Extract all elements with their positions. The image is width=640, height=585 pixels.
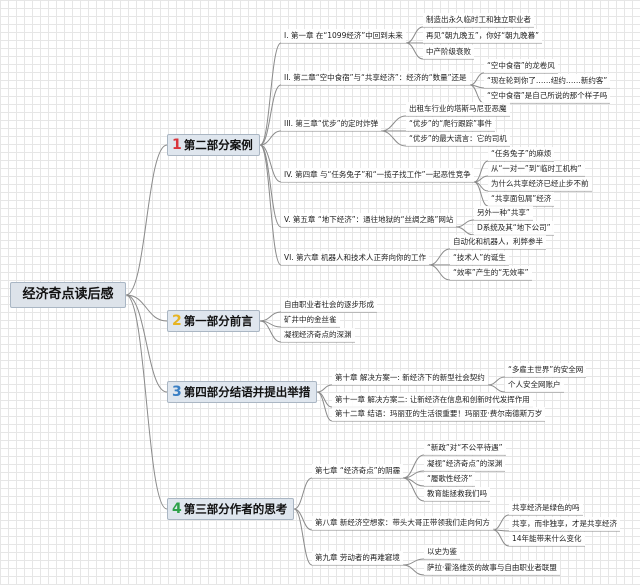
part-chapter-link bbox=[259, 42, 282, 146]
root-part-link bbox=[125, 294, 168, 393]
leaf-topic[interactable]: “现在轮到你了……纽约……新约客” bbox=[484, 74, 611, 88]
part-chapter-link bbox=[293, 477, 313, 510]
leaf-topic[interactable]: “空中食宿”的龙卷风 bbox=[484, 59, 558, 73]
leaf-topic[interactable]: “空中食宿”是自己所说的那个样子吗 bbox=[484, 89, 611, 103]
chapter-leaf-link bbox=[455, 226, 475, 236]
leaf-topic[interactable]: “任务兔子”的麻烦 bbox=[488, 147, 555, 161]
leaf-topic[interactable]: 以史为鉴 bbox=[424, 545, 460, 559]
chapter-leaf-link bbox=[405, 42, 424, 60]
leaf-topic[interactable]: 中产阶级衰败 bbox=[423, 45, 474, 59]
leaf-topic[interactable]: 凝视“经济奇点”的深渊 bbox=[424, 457, 506, 471]
leaf-topic[interactable]: 教育能拯救我们吗 bbox=[424, 487, 490, 501]
chapter-topic[interactable]: III. 第三章“优步”的定时炸弹 bbox=[281, 117, 382, 131]
chapter-leaf-link bbox=[492, 514, 510, 531]
chapter-leaf-link bbox=[380, 130, 407, 147]
part-chapter-link bbox=[259, 144, 282, 228]
chapter-topic[interactable]: 第十章 解决方案一: 新经济下的新型社会契约 bbox=[332, 371, 488, 385]
chapter-leaf-link bbox=[469, 72, 485, 86]
chapter-topic[interactable]: VI. 第六章 机器人和技术人正奔向你的工作 bbox=[281, 251, 429, 265]
chapter-leaf-link bbox=[428, 248, 451, 266]
leaf-topic[interactable]: “履歌性经济” bbox=[424, 472, 476, 486]
chapter-leaf-link bbox=[487, 384, 506, 393]
part-number: 2 bbox=[172, 313, 182, 329]
part-number: 1 bbox=[172, 137, 182, 153]
leaf-topic[interactable]: “技术人”的诞生 bbox=[450, 251, 509, 265]
chapter-leaf-link bbox=[492, 529, 510, 547]
chapter-leaf-link bbox=[380, 115, 407, 132]
leaf-topic[interactable]: “共享面包屑”经济 bbox=[488, 192, 555, 206]
part-chapter-link bbox=[259, 130, 282, 146]
part-chapter-link bbox=[259, 144, 282, 266]
chapter-leaf-link bbox=[402, 564, 425, 576]
leaf-topic[interactable]: 另外一种“共享” bbox=[474, 206, 533, 220]
chapter-topic[interactable]: 第七章 “经济奇点”的阴霾 bbox=[312, 464, 404, 478]
leaf-topic[interactable]: 自由职业者社会的逐步形成 bbox=[281, 298, 377, 312]
part-label: 第一部分前言 bbox=[183, 314, 253, 328]
part-label: 第四部分结语并提出举措 bbox=[183, 385, 311, 399]
part-leaf-link bbox=[259, 320, 282, 343]
chapter-leaf-link bbox=[402, 477, 425, 502]
chapter-leaf-link bbox=[405, 26, 424, 44]
part-label: 第三部分作者的思考 bbox=[183, 502, 288, 516]
root-part-link bbox=[125, 294, 168, 510]
root-topic[interactable]: 经济奇点读后感 bbox=[10, 282, 126, 308]
chapter-leaf-link bbox=[487, 376, 506, 386]
chapter-topic[interactable]: 第八章 新经济空想家：带头大哥正带领我们走向何方 bbox=[312, 516, 493, 530]
leaf-topic[interactable]: 出租车行业的塔斯马尼亚恶魔 bbox=[406, 102, 510, 116]
chapter-leaf-link bbox=[473, 181, 489, 207]
leaf-topic[interactable]: 凝视经济奇点的深渊 bbox=[281, 328, 355, 342]
chapter-leaf-link bbox=[428, 264, 451, 281]
leaf-topic[interactable]: 矿井中的金丝雀 bbox=[281, 313, 340, 327]
part-chapter-link bbox=[316, 391, 333, 422]
leaf-topic[interactable]: D系统及其“地下公司” bbox=[474, 221, 554, 235]
chapter-leaf-link bbox=[402, 558, 425, 566]
part-chapter-link bbox=[293, 508, 313, 531]
leaf-topic[interactable]: 自动化和机器人，利弊参半 bbox=[450, 235, 546, 249]
leaf-topic[interactable]: 14年能带来什么变化 bbox=[509, 532, 585, 546]
leaf-topic[interactable]: 个人安全网账户 bbox=[505, 378, 564, 392]
leaf-topic[interactable]: “优步”的“爬行跟踪”事件 bbox=[406, 117, 496, 131]
chapter-topic[interactable]: 第九章 劳动者的再难窘境 bbox=[312, 551, 403, 565]
chapter-topic[interactable]: II. 第二章“空中食宿”与“共享经济”：经济的“数量”还是 bbox=[281, 71, 470, 85]
chapter-topic[interactable]: 第十一章 解决方案二: 让新经济在信息和创新时代发挥作用 bbox=[332, 393, 533, 407]
chapter-topic[interactable]: IV. 第四章 与“任务兔子”和“一揽子找工作”一起恶性竞争 bbox=[281, 168, 474, 182]
leaf-topic[interactable]: 萨拉·霍洛维茨的故事与自由职业者联盟 bbox=[424, 561, 560, 575]
leaf-topic[interactable]: “优步”的最大谎言：它的司机 bbox=[406, 132, 510, 146]
root-part-link bbox=[125, 294, 168, 322]
chapter-topic[interactable]: V. 第五章 “地下经济”：通往地狱的“丝绸之路”网站 bbox=[281, 213, 457, 227]
leaf-topic[interactable]: 共享经济是绿色的吗 bbox=[509, 501, 583, 515]
part-chapter-link bbox=[259, 84, 282, 146]
part-chapter-link bbox=[316, 384, 333, 393]
part-label: 第二部分案例 bbox=[183, 138, 253, 152]
leaf-topic[interactable]: 为什么共享经济已经止步不前 bbox=[488, 177, 592, 191]
part-number: 4 bbox=[172, 501, 182, 517]
leaf-topic[interactable]: 共享，而非独享，才是共享经济 bbox=[509, 517, 620, 531]
chapter-leaf-link bbox=[455, 219, 475, 228]
leaf-topic[interactable]: “新政”对“不公平待遇” bbox=[424, 441, 506, 455]
leaf-topic[interactable]: 制造出永久临时工和独立职业者 bbox=[423, 13, 534, 27]
part-chapter-link bbox=[293, 508, 313, 566]
part-leaf-link bbox=[259, 311, 282, 322]
root-part-link bbox=[125, 144, 168, 296]
part-number: 3 bbox=[172, 384, 182, 400]
leaf-topic[interactable]: “多雇主世界”的安全网 bbox=[505, 363, 587, 377]
chapter-topic[interactable]: 第十二章 结语：玛丽亚的生活很重要！玛丽亚·费尔南德斯万岁 bbox=[332, 407, 546, 421]
leaf-topic[interactable]: 再见“朝九晚五”，你好“朝九晚暮” bbox=[423, 29, 543, 43]
chapter-topic[interactable]: I. 第一章 在“1099经济”中回到未来 bbox=[281, 29, 406, 43]
leaf-topic[interactable]: 从“一对一”到“临时工机构” bbox=[488, 162, 585, 176]
leaf-topic[interactable]: “效率”产生的“无效率” bbox=[450, 266, 532, 280]
